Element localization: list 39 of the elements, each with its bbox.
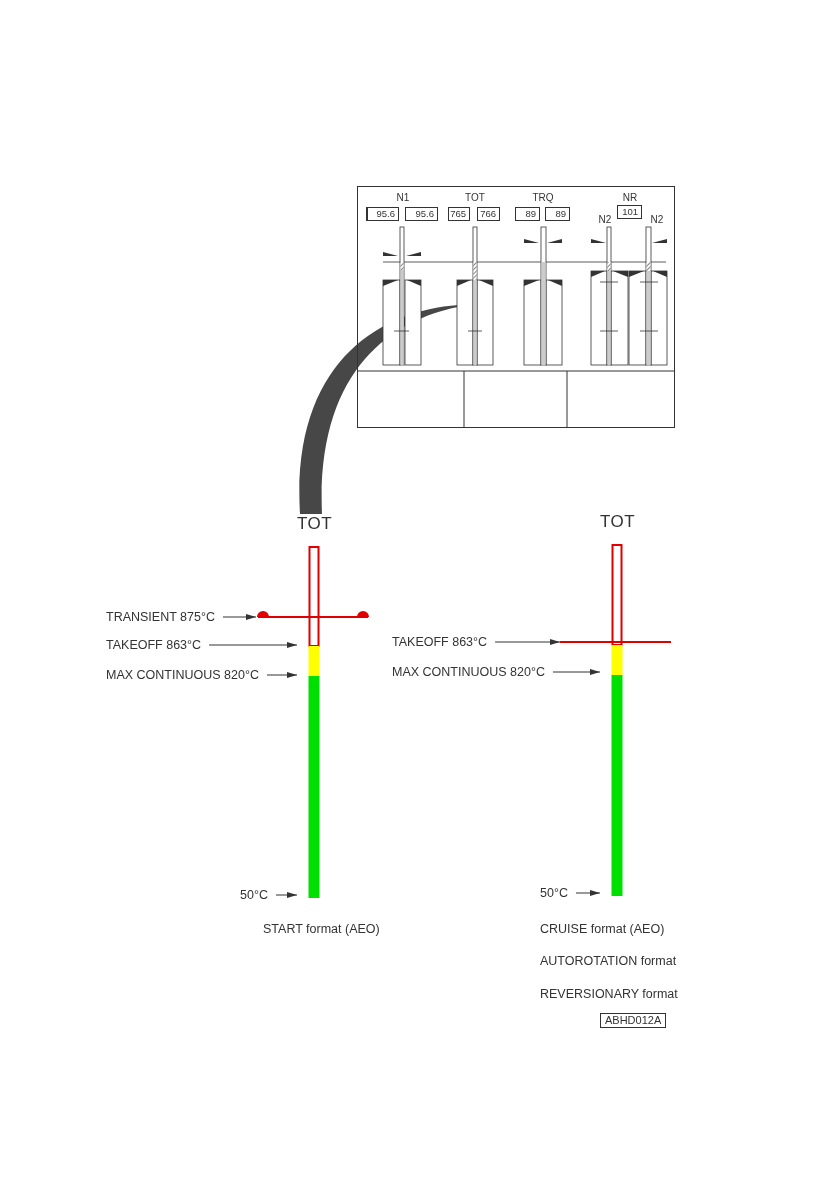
value-readout: 766 — [477, 207, 500, 221]
leader-arrow — [266, 672, 298, 678]
leader-arrow — [552, 669, 601, 675]
limit-label: MAX CONTINUOUS 820°C — [106, 667, 267, 683]
tot-gauge — [456, 226, 494, 366]
figure-code: ABHD012A — [600, 1013, 667, 1028]
scale-title: TOT — [297, 514, 331, 534]
limit-label: TAKEOFF 863°C — [106, 637, 210, 653]
value-readout: 89 — [515, 207, 540, 221]
callout-wedge — [299, 305, 458, 514]
scale-title: TOT — [600, 512, 634, 532]
leader-arrow — [275, 892, 298, 898]
leader-arrow — [208, 642, 298, 648]
format-caption: START format (AEO) — [263, 921, 380, 937]
gauge-title: TOT — [465, 192, 485, 204]
gauge-title: NR — [622, 192, 638, 204]
leader-arrow — [575, 890, 601, 896]
gauge-title: N2 — [598, 214, 612, 226]
gauge-title: TRQ — [532, 192, 554, 204]
gauge-title: N1 — [396, 192, 410, 204]
gauge-title: N2 — [650, 214, 664, 226]
temperature-scale — [297, 514, 331, 898]
value-readout: 101 — [617, 205, 642, 219]
limit-label: TRANSIENT 875°C — [106, 609, 223, 625]
limit-label: 50°C — [540, 885, 576, 901]
leader-arrow — [494, 639, 561, 645]
format-caption: REVERSIONARY format — [540, 986, 678, 1002]
value-readout: 89 — [545, 207, 570, 221]
format-caption: AUTOROTATION format — [540, 953, 677, 969]
temperature-scale — [600, 512, 634, 896]
limit-label: 50°C — [240, 887, 276, 903]
value-readout: 95.6 — [366, 207, 399, 221]
value-readout: 765 — [448, 207, 470, 221]
value-readout: 95.6 — [405, 207, 438, 221]
format-caption: CRUISE format (AEO) — [540, 921, 665, 937]
display-panel — [357, 186, 675, 428]
limit-label: TAKEOFF 863°C — [392, 634, 496, 650]
leader-arrow — [222, 614, 257, 620]
limit-label: MAX CONTINUOUS 820°C — [392, 664, 553, 680]
